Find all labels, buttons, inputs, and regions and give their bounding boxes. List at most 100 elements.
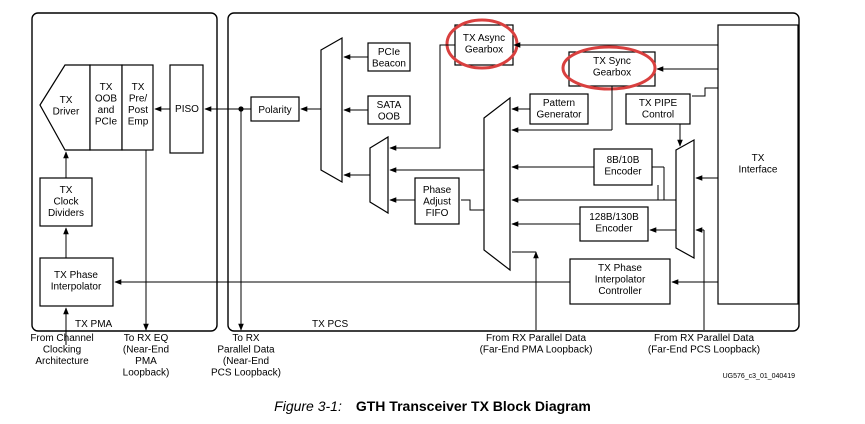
label-line: Interface: [739, 165, 778, 176]
label-line: OOB: [378, 112, 401, 123]
label-line: To RX: [232, 333, 260, 344]
label-line: (Near-End: [223, 356, 269, 367]
label-line: Loopback): [123, 368, 170, 379]
label-line: Post: [128, 105, 148, 116]
label-line: Clocking: [43, 345, 81, 356]
label-line: From RX Parallel Data: [486, 333, 586, 344]
label-line: Emp: [128, 117, 149, 128]
polarity-label: Polarity: [258, 105, 291, 116]
label-line: TX Phase: [54, 270, 98, 281]
label-line: Phase: [423, 185, 452, 196]
label-line: Architecture: [35, 356, 89, 367]
label-line: PCS Loopback): [211, 368, 281, 379]
label-line: To RX EQ: [124, 333, 169, 344]
label-line: Gearbox: [593, 68, 631, 79]
label-line: PMA: [135, 356, 157, 367]
caption-number: Figure 3-1:: [274, 398, 342, 414]
label-line: TX: [100, 82, 113, 93]
label-line: Clock: [53, 197, 79, 208]
pattern-generator-block: [529, 93, 589, 125]
tx-pcs-region-label: TX PCS: [312, 319, 348, 330]
caption-title: GTH Transceiver TX Block Diagram: [355, 398, 591, 414]
label-line: TX Async: [463, 33, 505, 44]
label-line: (Far-End PMA Loopback): [480, 345, 593, 356]
encoder-mux: [675, 138, 695, 260]
label-line: TX: [752, 153, 765, 164]
label-line: Interpolator: [51, 282, 102, 293]
label-line: Dividers: [48, 208, 84, 219]
label-line: 128B/130B: [589, 212, 639, 223]
tx-phase-interpolator-block: [39, 257, 114, 307]
label-line: From Channel: [30, 333, 93, 344]
label-line: Polarity: [258, 105, 291, 116]
label-line: TX: [60, 185, 73, 196]
connection-lines: [63, 42, 718, 345]
output-mux: [320, 36, 343, 184]
label-line: From RX Parallel Data: [654, 333, 754, 344]
label-line: Adjust: [423, 197, 451, 208]
label-line: PISO: [175, 104, 199, 115]
label-line: TX: [60, 95, 73, 106]
label-line: and: [98, 105, 115, 116]
tx-pma-region: [31, 12, 218, 332]
tx-pipe-control-block: [625, 93, 691, 125]
label-line: PCIe: [95, 117, 118, 128]
label-line: TX Phase: [598, 263, 642, 274]
from-rx-pcs-label: From RX Parallel Data(Far-End PCS Loopba…: [648, 333, 760, 356]
label-line: (Near-End: [123, 345, 169, 356]
data-mux: [483, 96, 511, 272]
sata-oob-block: [367, 95, 411, 125]
junction-dot: [238, 106, 244, 112]
label-line: Driver: [53, 107, 80, 118]
label-line: Interpolator: [595, 275, 646, 286]
label-line: Controller: [598, 286, 642, 297]
piso-label: PISO: [175, 104, 199, 115]
label-line: FIFO: [426, 208, 449, 219]
label-line: Parallel Data: [217, 345, 275, 356]
tx-pma-region-label: TX PMA: [75, 319, 113, 330]
tx-interface-block: [717, 24, 799, 305]
tx-sync-gearbox-block: [568, 51, 656, 87]
label-line: TX Sync: [593, 56, 631, 67]
tx-pcs-region: [227, 12, 800, 332]
label-line: Encoder: [595, 224, 633, 235]
label-line: Pre/: [129, 94, 148, 105]
figure-id: UG576_c3_01_040419: [723, 373, 796, 380]
label-line: TX: [132, 82, 145, 93]
tx-sync-gearbox-highlight: [561, 45, 657, 91]
label-line: TX PIPE: [639, 98, 678, 109]
pcie-beacon-block: [367, 42, 411, 72]
gearbox-mux: [369, 135, 389, 215]
from-rx-pma-label: From RX Parallel Data(Far-End PMA Loopba…: [480, 333, 593, 356]
label-line: Control: [642, 110, 674, 121]
label-line: PCIe: [378, 47, 401, 58]
label-line: SATA: [377, 100, 402, 111]
label-line: Gearbox: [465, 45, 503, 56]
tx-pi-controller-block: [569, 258, 671, 305]
encoder-8b10b-block: [593, 148, 653, 186]
tx-async-gearbox-block: [454, 24, 514, 66]
tx-clock-dividers-block: [39, 177, 93, 227]
label-line: Beacon: [372, 59, 406, 70]
phase-adjust-fifo-block: [414, 177, 460, 225]
